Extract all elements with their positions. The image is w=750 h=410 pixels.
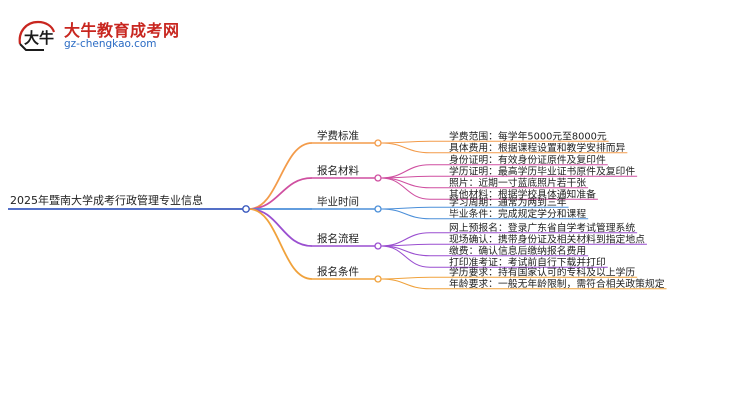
leaf-label: 年龄要求：一般无年龄限制，需符合相关政策规定 [449,277,665,290]
branch-dot [374,275,382,283]
leaf-connector [380,140,431,144]
leaf-label: 学费范围：每学年5000元至8000元 [449,129,607,142]
branch-1[interactable]: 学费标准 学费范围：每学年5000元至8000元具体费用：根据课程设置和教学安排而… [312,129,628,154]
leaf-label: 学历要求：持有国家认可的专科及以上学历 [449,265,635,278]
branch-dot [374,174,382,182]
leaf-connector [380,245,431,257]
leaf-node[interactable]: 缴费：确认信息后缴纳报名费用 [430,244,589,257]
branches: 学费标准 学费范围：每学年5000元至8000元具体费用：根据课程设置和教学安排而… [312,129,667,290]
leaf-node[interactable]: 学历证明：最高学历毕业证书原件及复印件 [430,164,638,177]
branch-connector [248,142,313,210]
leaf-node[interactable]: 具体费用：根据课程设置和教学安排而异 [430,141,628,154]
branch-5[interactable]: 报名条件 学历要求：持有国家认可的专科及以上学历年龄要求：一般无年龄限制，需符合相… [312,265,667,290]
leaf-connector [380,177,431,189]
leaf-node[interactable]: 打印准考证：考试前自行下载并打印 [430,255,608,268]
leaf-connector [380,276,431,280]
leaf-node[interactable]: 其他材料：根据学校具体通知准备 [430,187,598,200]
leaf-label: 学习周期：通常为两到三年 [449,195,567,208]
leaf-connector [380,177,431,200]
logo-url: gz-chengkao.com [64,38,157,50]
branch-label: 报名条件 [317,265,359,278]
leaf-label: 打印准考证：考试前自行下载并打印 [449,255,606,268]
branch-label: 学费标准 [317,129,359,142]
leaf-connector [380,142,431,154]
branch-label: 报名材料 [317,164,359,177]
branch-connector [248,177,313,210]
branch-dot [374,139,382,147]
leaf-label: 具体费用：根据课程设置和教学安排而异 [449,141,626,154]
branch-label: 毕业时间 [317,195,359,208]
leaf-node[interactable]: 学费范围：每学年5000元至8000元 [430,129,609,142]
leaf-label: 身份证明：有效身份证原件及复印件 [449,153,606,166]
branch-2[interactable]: 报名材料 身份证明：有效身份证原件及复印件学历证明：最高学历毕业证书原件及复印件照… [312,153,638,201]
branch-connector [248,208,313,280]
leaf-node[interactable]: 学历要求：持有国家认可的专科及以上学历 [430,265,638,278]
leaf-node[interactable]: 年龄要求：一般无年龄限制，需符合相关政策规定 [430,277,667,290]
leaf-label: 照片：近期一寸蓝底照片若干张 [449,176,586,189]
root-label: 2025年暨南大学成考行政管理专业信息 [10,193,203,207]
root-node[interactable]: 2025年暨南大学成考行政管理专业信息 [8,193,250,213]
leaf-connector [380,245,431,268]
leaf-node[interactable]: 毕业条件：完成规定学分和课程 [430,207,589,220]
leaf-label: 毕业条件：完成规定学分和课程 [449,207,586,220]
leaf-connector [380,278,431,290]
logo-title: 大牛教育成考网 [64,21,180,40]
branch-connector [248,208,313,247]
leaf-label: 缴费：确认信息后缴纳报名费用 [449,244,586,257]
bull-logo-icon: 大牛 [18,20,56,51]
branch-label: 报名流程 [317,232,359,245]
leaf-label: 其他材料：根据学校具体通知准备 [449,187,596,200]
leaf-connector [380,208,431,220]
branch-4[interactable]: 报名流程 网上预报名：登录广东省自学考试管理系统现场确认：携带身份证及相关材料到指… [312,221,647,269]
leaf-label: 现场确认：携带身份证及相关材料到指定地点 [449,232,645,245]
leaf-node[interactable]: 学习周期：通常为两到三年 [430,195,569,208]
site-logo[interactable]: 大牛 大牛教育成考网 gz-chengkao.com [14,14,179,56]
branch-dot [374,242,382,250]
logo-mark-text: 大牛 [24,29,54,47]
leaf-node[interactable]: 身份证明：有效身份证原件及复印件 [430,153,608,166]
leaf-node[interactable]: 网上预报名：登录广东省自学考试管理系统 [430,221,638,234]
leaf-label: 学历证明：最高学历毕业证书原件及复印件 [449,164,635,177]
leaf-label: 网上预报名：登录广东省自学考试管理系统 [449,221,635,234]
connectors [248,140,431,290]
leaf-node[interactable]: 现场确认：携带身份证及相关材料到指定地点 [430,232,647,245]
branch-dot [374,205,382,213]
leaf-node[interactable]: 照片：近期一寸蓝底照片若干张 [430,176,589,189]
leaf-connector [380,206,431,210]
